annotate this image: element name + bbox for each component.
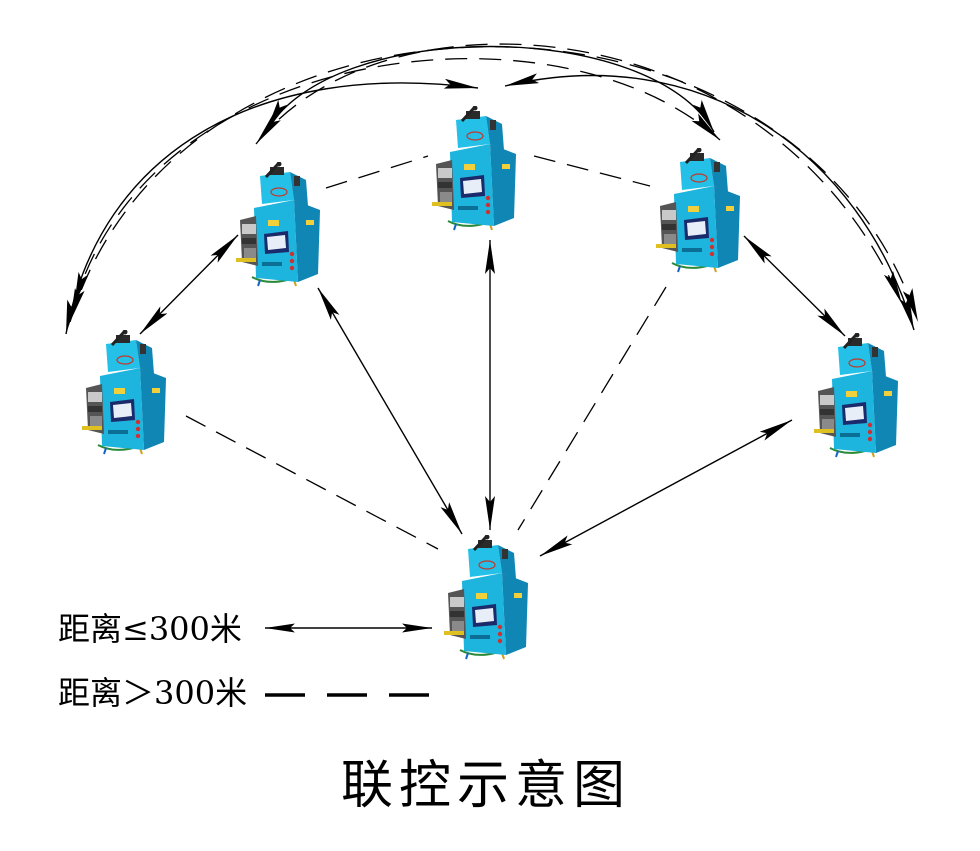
machine-top-center — [430, 106, 518, 231]
diagram-title: 联控示意图 — [341, 756, 631, 816]
machine-left — [80, 330, 168, 455]
solid-links — [139, 234, 846, 557]
solid-link-m1-m2 — [139, 234, 239, 335]
dashed-link-m2-m3 — [325, 155, 429, 189]
solid-link-m6-m5 — [539, 419, 793, 557]
solid-link-m4-m5 — [743, 235, 846, 337]
dashed-links — [185, 155, 667, 550]
dashed-link-m1-m6 — [185, 415, 439, 550]
dashed-link-m4-m6 — [517, 286, 667, 531]
dashed-link-m3-m4 — [533, 155, 651, 187]
solid-arc-m1-m3 — [65, 78, 479, 335]
arc-links — [65, 43, 919, 335]
machine-right — [812, 333, 900, 458]
legend: 距离≤300米 距离＞300米 — [58, 610, 432, 712]
solid-arc-m3-m5 — [504, 73, 915, 331]
dashed-arc-m2-m5 — [255, 43, 903, 305]
legend-near-label: 距离≤300米 — [58, 610, 242, 648]
dashed-arc-m1-m4 — [73, 58, 721, 307]
solid-link-m2-m6 — [317, 287, 463, 535]
legend-far-label: 距离＞300米 — [58, 674, 247, 712]
machine-bottom-center — [442, 535, 530, 660]
machine-upper-left — [234, 162, 322, 287]
machine-upper-right — [654, 148, 742, 273]
